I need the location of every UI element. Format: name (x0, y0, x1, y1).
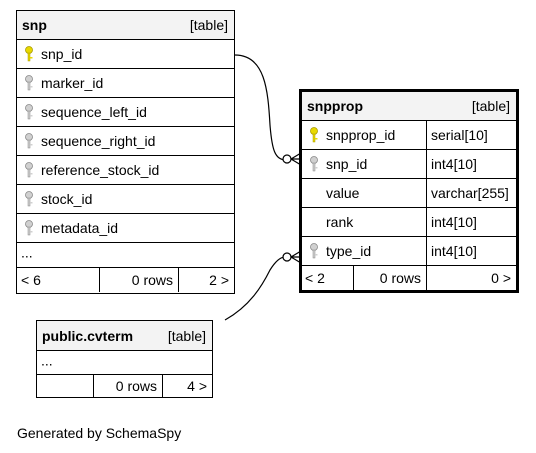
table-name: snp (22, 17, 47, 33)
column-name: snp_id (41, 46, 83, 62)
parents-link[interactable]: 4 > (162, 375, 212, 397)
primary-key-icon (25, 46, 33, 62)
column-row[interactable]: reference_stock_id (17, 156, 234, 185)
row-count: 0 rows (379, 270, 421, 286)
column-row[interactable]: stock_id (17, 185, 234, 214)
row-count: 0 rows (131, 272, 173, 288)
table-kind: [table] (167, 327, 206, 344)
column-divider (426, 150, 427, 178)
column-type: int4[10] (431, 214, 477, 230)
table-header: snp [table] (17, 11, 234, 40)
parents-count: 0 > (491, 270, 511, 286)
children-count: < 6 (21, 272, 41, 288)
row-count-cell: 0 rows (93, 375, 162, 397)
column-row[interactable]: snp_id (17, 40, 234, 69)
column-name: reference_stock_id (41, 162, 160, 178)
column-row[interactable]: value varchar[255] (302, 179, 516, 208)
column-name: stock_id (41, 191, 93, 207)
column-divider (426, 179, 427, 207)
column-row[interactable]: metadata_id (17, 214, 234, 243)
ellipsis: ... (41, 352, 53, 369)
table-snpprop[interactable]: snpprop [table] snpprop_id serial[10] sn… (299, 89, 519, 293)
generated-by-credit: Generated by SchemaSpy (17, 425, 182, 441)
column-name: marker_id (41, 75, 104, 91)
column-type: int4[10] (431, 156, 477, 172)
row-count-cell: 0 rows (99, 268, 178, 292)
table-name: snpprop (307, 98, 363, 114)
column-row[interactable]: snp_id int4[10] (302, 150, 516, 179)
column-name: snp_id (326, 156, 368, 172)
table-kind: [table] (189, 17, 228, 33)
column-name: type_id (326, 243, 372, 259)
column-name: sequence_left_id (41, 104, 147, 120)
row-count-cell: 0 rows (353, 266, 426, 290)
table-public-cvterm[interactable]: public.cvterm [table] ... 0 rows 4 > (36, 320, 213, 398)
column-row[interactable]: snpprop_id serial[10] (302, 121, 516, 150)
column-type: varchar[255] (431, 185, 509, 201)
column-row[interactable]: rank int4[10] (302, 208, 516, 237)
column-name: value (326, 185, 360, 201)
column-name: snpprop_id (326, 127, 396, 143)
children-link[interactable] (37, 375, 93, 397)
table-kind: [table] (471, 98, 510, 114)
column-row[interactable]: sequence_right_id (17, 127, 234, 156)
table-footer: < 2 0 rows 0 > (302, 266, 516, 290)
children-link[interactable]: < 2 (302, 266, 353, 290)
children-count: < 2 (305, 270, 325, 286)
children-link[interactable]: < 6 (17, 268, 99, 292)
link-snp-optional-marker (282, 154, 292, 164)
foreign-key-icon (25, 191, 33, 207)
table-snp[interactable]: snp [table] snp_id marker_id sequence_le… (16, 10, 235, 294)
table-header: public.cvterm [table] (37, 321, 212, 351)
column-type: int4[10] (431, 243, 477, 259)
column-name: rank (326, 214, 354, 230)
table-footer: < 6 0 rows 2 > (17, 268, 234, 292)
parents-count: 2 > (209, 272, 229, 288)
column-row[interactable]: type_id int4[10] (302, 237, 516, 266)
column-name: sequence_right_id (41, 133, 156, 149)
foreign-key-icon (25, 75, 33, 91)
column-divider (426, 237, 427, 265)
more-columns-row: ... (37, 351, 212, 375)
column-row[interactable]: sequence_left_id (17, 98, 234, 127)
column-divider (426, 121, 427, 149)
link-cvterm-optional-marker (282, 252, 292, 262)
parents-count: 4 > (187, 378, 207, 394)
foreign-key-icon (25, 220, 33, 236)
foreign-key-icon (25, 162, 33, 178)
link-cvterm-to-snpprop (224, 256, 286, 321)
foreign-key-icon (25, 133, 33, 149)
row-count: 0 rows (115, 378, 157, 394)
link-snp-to-snpprop (234, 54, 287, 161)
column-row[interactable]: marker_id (17, 69, 234, 98)
foreign-key-icon (25, 104, 33, 120)
more-columns-row: ... (17, 243, 234, 268)
primary-key-icon (310, 127, 318, 143)
column-name: metadata_id (41, 220, 119, 236)
parents-link[interactable]: 0 > (426, 266, 516, 290)
parents-link[interactable]: 2 > (178, 268, 234, 292)
table-name: public.cvterm (42, 327, 134, 344)
column-divider (426, 208, 427, 236)
foreign-key-icon (310, 156, 318, 172)
foreign-key-icon (310, 243, 318, 259)
ellipsis: ... (21, 244, 33, 261)
column-type: serial[10] (431, 127, 488, 143)
table-header: snpprop [table] (302, 92, 516, 121)
table-footer: 0 rows 4 > (37, 375, 212, 397)
